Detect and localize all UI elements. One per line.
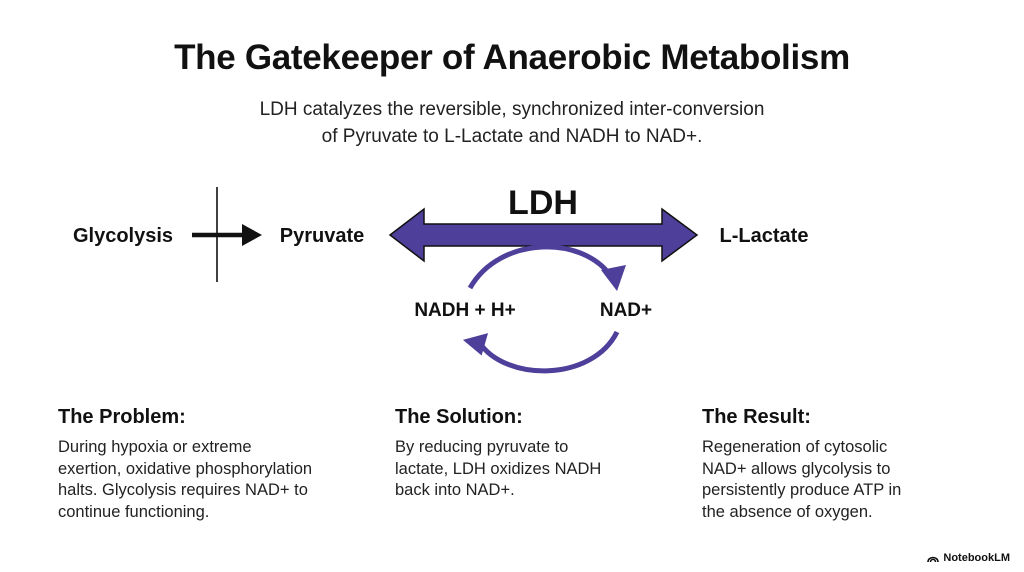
subtitle: LDH catalyzes the reversible, synchroniz… [0,96,1024,150]
result-text: Regeneration of cytosolic NAD+ allows gl… [702,438,902,521]
notebooklm-brand: NotebookLM [927,552,1010,564]
glycolysis-label: Glycolysis [73,225,173,247]
problem-column: The Problem: During hypoxia or extreme e… [58,406,348,523]
subtitle-line-1: LDH catalyzes the reversible, synchroniz… [259,99,765,120]
result-column: The Result: Regeneration of cytosolic NA… [702,406,992,523]
nad-to-nadh-arrowhead [462,333,489,356]
ldh-reaction-diagram: Glycolysis Pyruvate LDH L-Lactate NADH +… [73,184,809,374]
solution-column: The Solution: By reducing pyruvate to la… [395,406,685,502]
problem-heading: The Problem: [58,406,186,428]
solution-text: By reducing pyruvate to lactate, LDH oxi… [395,438,602,499]
subtitle-line-2: of Pyruvate to L-Lactate and NADH to NAD… [321,126,703,147]
nadh-to-nad-cycle-arrow [467,244,615,290]
nad-label: NAD+ [600,300,652,321]
page-title: The Gatekeeper of Anaerobic Metabolism [174,38,850,77]
problem-text: During hypoxia or extreme exertion, oxid… [58,438,313,521]
nadh-to-nad-arrowhead [601,265,626,291]
ldh-double-arrow [388,207,699,263]
nadh-label: NADH + H+ [414,300,515,321]
result-heading: The Result: [702,406,811,428]
l-lactate-label: L-Lactate [720,225,809,247]
brand-label: NotebookLM [943,552,1010,564]
glycolysis-arrow [192,224,262,246]
pyruvate-label: Pyruvate [280,225,365,247]
solution-heading: The Solution: [395,406,523,428]
notebooklm-logo-icon [927,556,940,563]
ldh-label: LDH [508,184,578,222]
nad-to-nadh-cycle-arrow [476,330,620,374]
